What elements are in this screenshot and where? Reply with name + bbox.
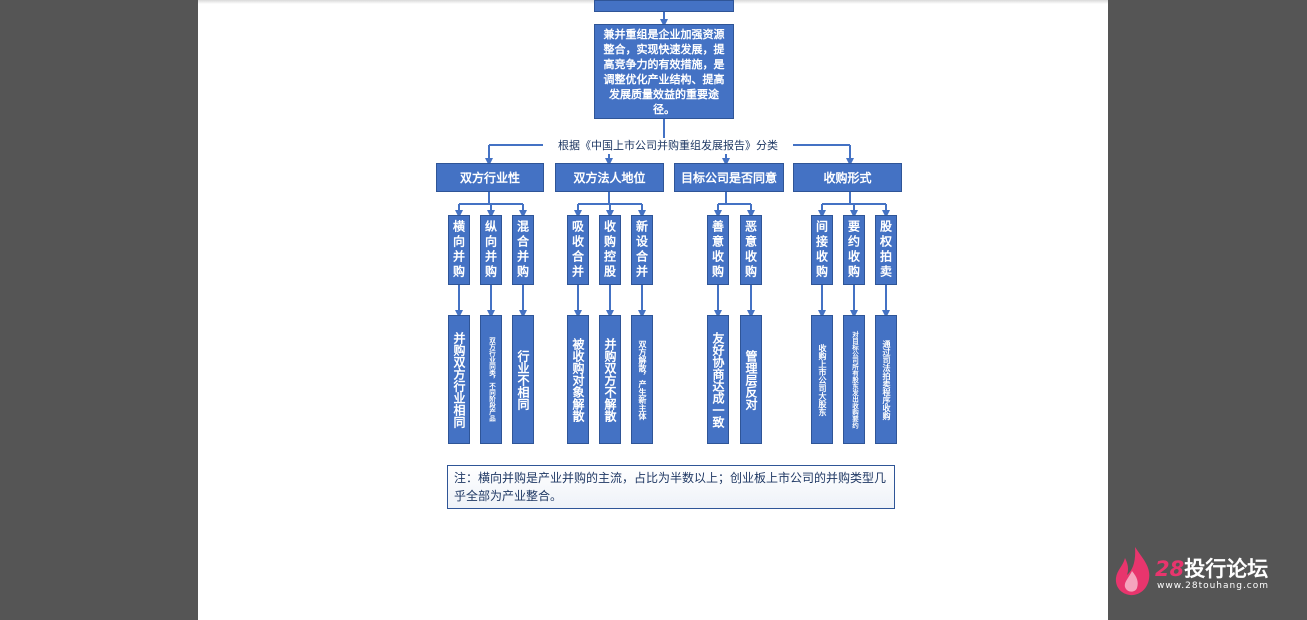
result-box: 被收购对象解散: [567, 315, 589, 444]
subtype-box: 横向并购: [448, 215, 470, 285]
category-label: 目标公司是否同意: [680, 171, 777, 185]
result-box: 并购双方不解散: [599, 315, 621, 444]
watermark-url: www.28touhang.com: [1157, 581, 1270, 591]
root-top-box: [594, 0, 734, 12]
subtype-box: 纵向并购: [480, 215, 502, 285]
root-definition-text: 兼并重组是企业加强资源整合，实现快速发展，提高竞争力的有效措施，是调整优化产业结…: [603, 27, 725, 116]
result-box: 行业不相同: [512, 315, 534, 444]
root-definition-box: 兼并重组是企业加强资源整合，实现快速发展，提高竞争力的有效措施，是调整优化产业结…: [594, 24, 734, 119]
category-label: 双方行业性: [459, 171, 520, 185]
subtype-box: 吸收合并: [567, 215, 589, 285]
subtype-box: 新设合并: [631, 215, 653, 285]
category-label: 双方法人地位: [573, 171, 646, 185]
classification-label: 根据《中国上市公司并购重组发展报告》分类: [543, 138, 793, 154]
subtype-box: 善意收购: [707, 215, 729, 285]
subtype-box: 间接收购: [811, 215, 833, 285]
category-box-legal-status: 双方法人地位: [555, 163, 664, 192]
result-box: 双方行业同类，不同阶段产品: [480, 315, 502, 444]
category-label: 收购形式: [823, 171, 872, 185]
note-box: 注：横向并购是产业并购的主流，占比为半数以上；创业板上市公司的并购类型几乎全部为…: [447, 465, 895, 509]
result-box: 收购上市公司大股东: [811, 315, 833, 444]
result-box: 对目标公司所有股东发出收购要约: [843, 315, 865, 444]
result-box: 双方解散，产生新主体: [631, 315, 653, 444]
watermark-name: 投行论坛: [1184, 557, 1269, 581]
flame-icon: [1115, 547, 1150, 596]
watermark-number: 28: [1155, 557, 1185, 581]
result-box: 通过司法拍卖程序收购: [875, 315, 897, 444]
category-box-industry: 双方行业性: [436, 163, 544, 192]
category-box-target-consent: 目标公司是否同意: [674, 163, 784, 192]
subtype-box: 要约收购: [843, 215, 865, 285]
note-text: 注：横向并购是产业并购的主流，占比为半数以上；创业板上市公司的并购类型几乎全部为…: [454, 471, 887, 503]
subtype-box: 混合并购: [512, 215, 534, 285]
result-box: 友好协商达成一致: [707, 315, 729, 444]
category-box-acquisition-form: 收购形式: [793, 163, 902, 192]
watermark-title: 28投行论坛: [1155, 553, 1268, 583]
subtype-box: 收购控股: [599, 215, 621, 285]
watermark-logo: 28投行论坛 www.28touhang.com: [1113, 545, 1293, 597]
subtype-box: 恶意收购: [740, 215, 762, 285]
result-box: 并购双方行业相同: [448, 315, 470, 444]
result-box: 管理层反对: [740, 315, 762, 444]
subtype-box: 股权拍卖: [875, 215, 897, 285]
